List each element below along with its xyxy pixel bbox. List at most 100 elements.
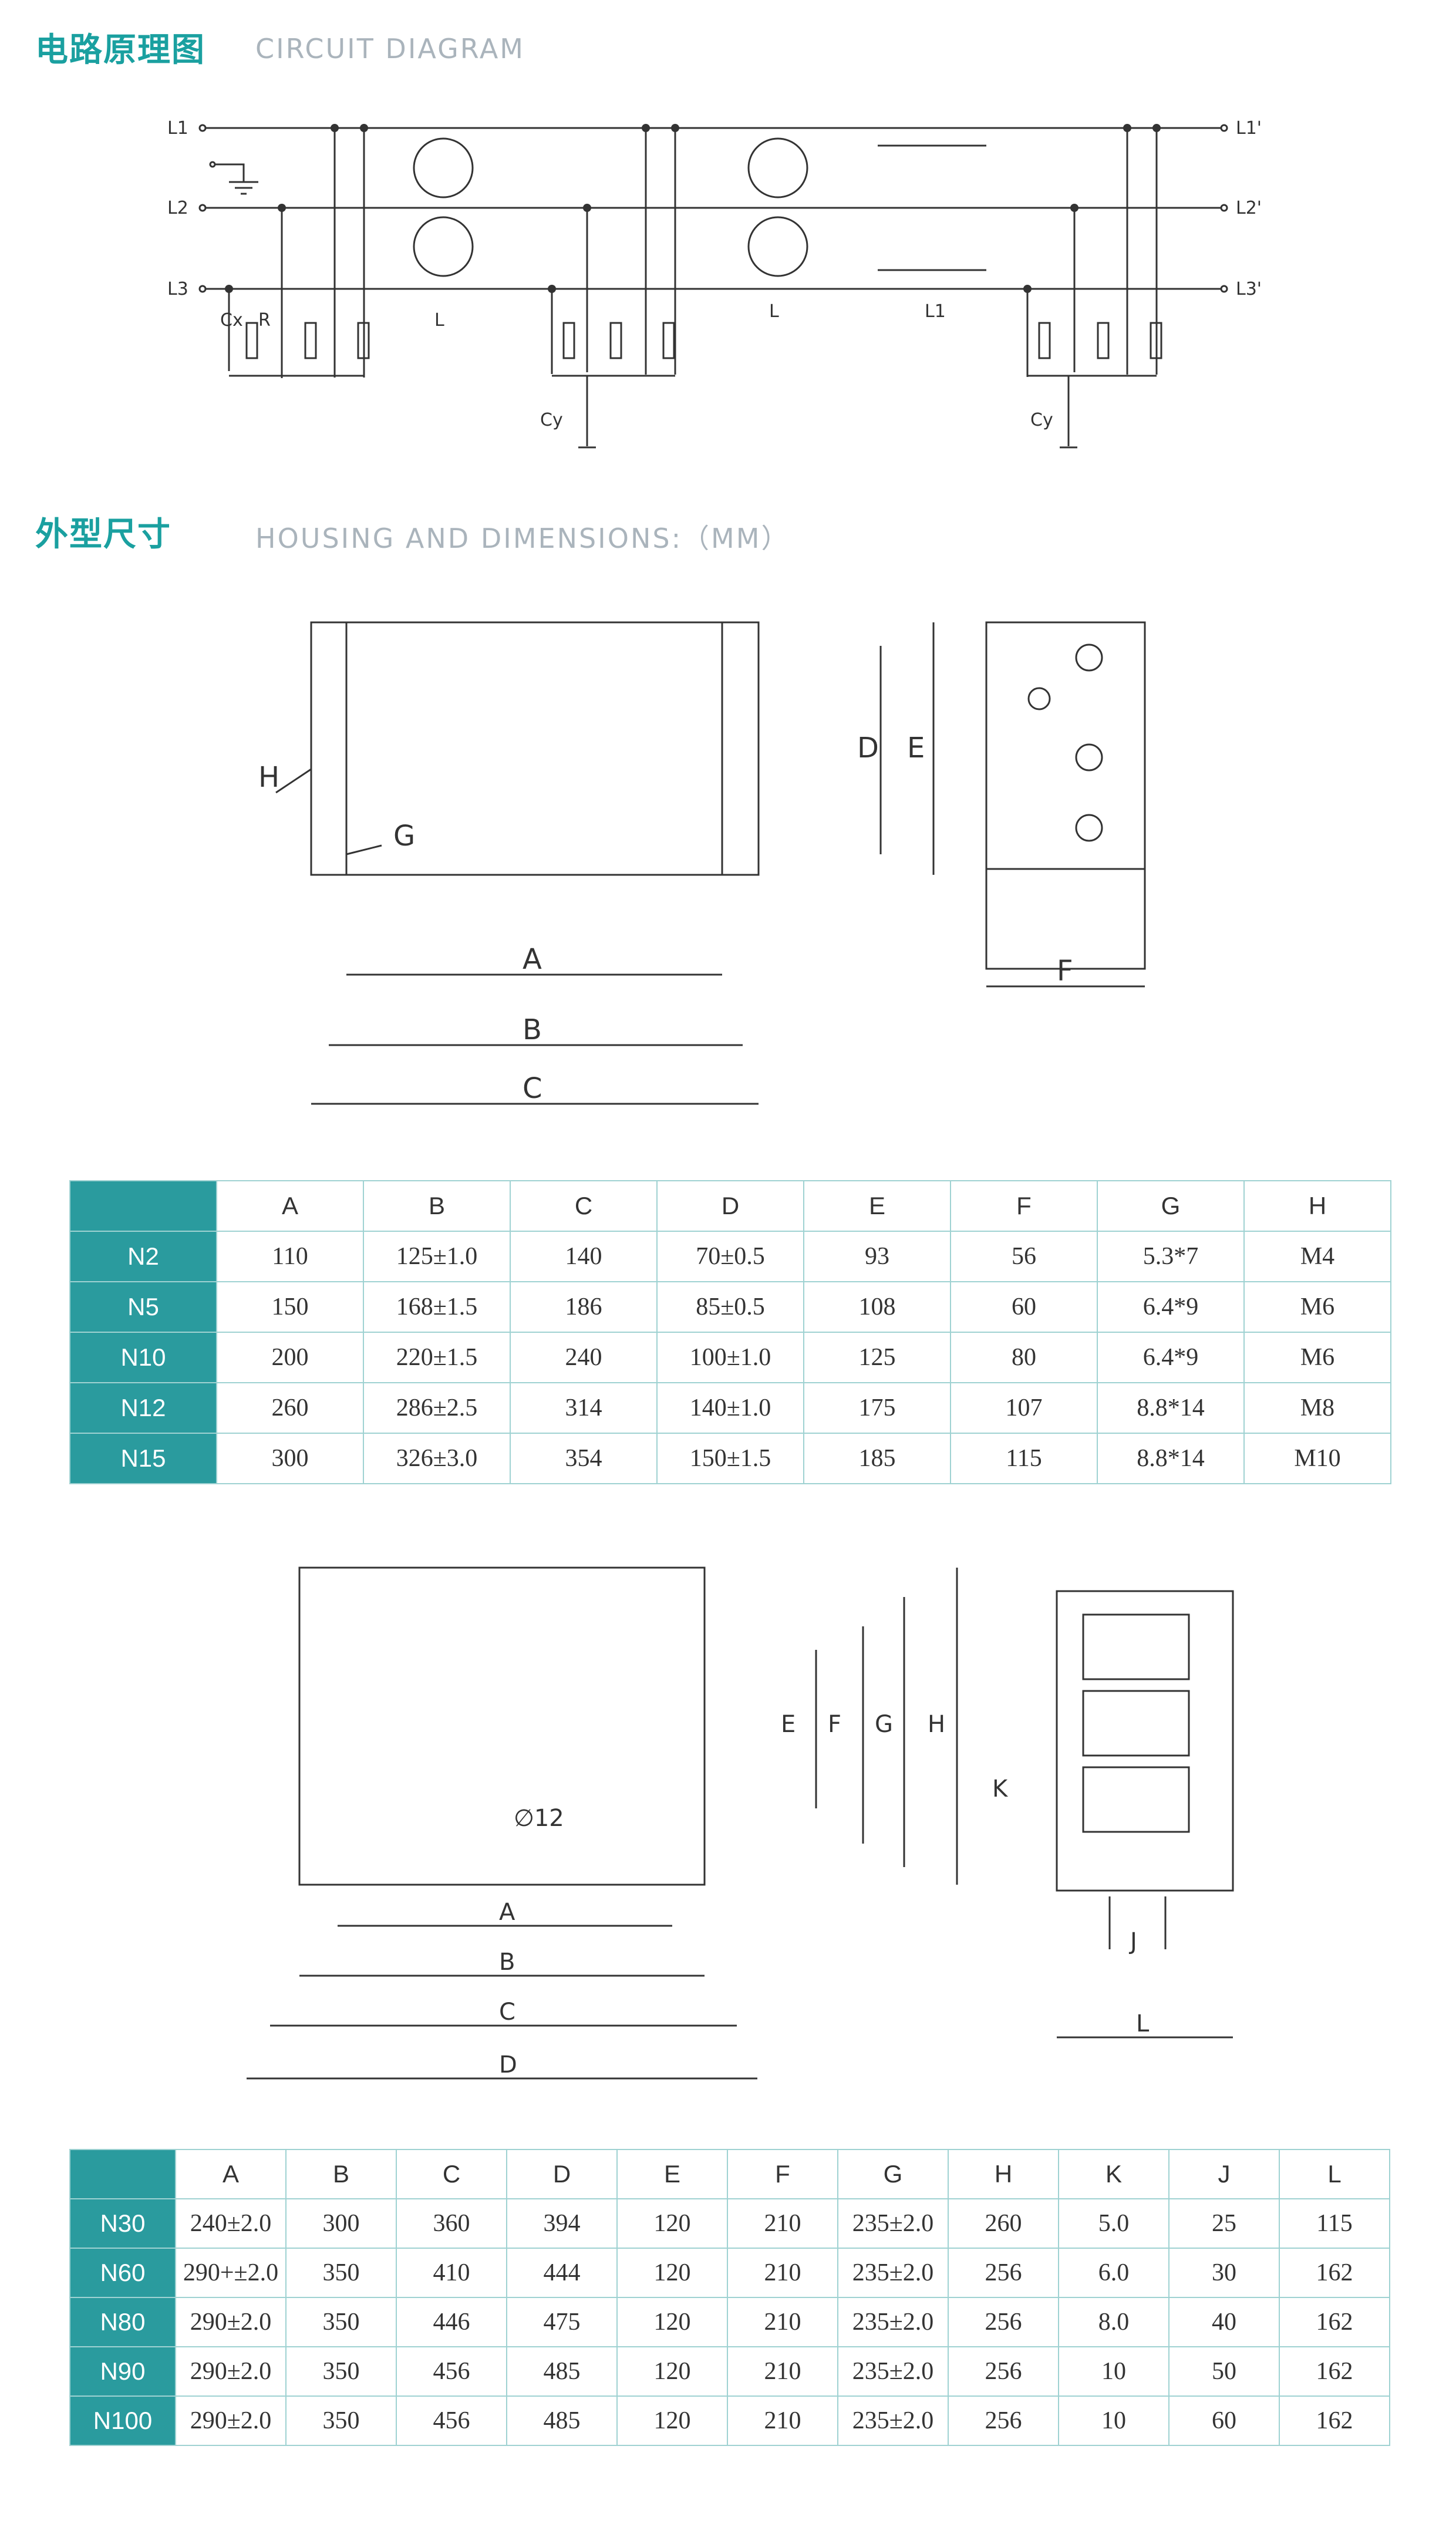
table-cell: 80 [950,1332,1098,1383]
table-cell: 120 [616,2346,728,2397]
table-cell: 235±2.0 [837,2346,949,2397]
model-name: N12 [69,1382,217,1434]
model-name: N100 [69,2396,176,2446]
table-cell: 5.0 [1058,2198,1169,2249]
table-cell: 175 [803,1382,951,1434]
table-cell: 120 [616,2248,728,2298]
table2-header: B [285,2149,397,2199]
table-cell: 410 [396,2248,507,2298]
table-cell: 256 [948,2346,1059,2397]
table-cell: 210 [727,2396,838,2446]
table-cell: 60 [950,1281,1098,1333]
housing-section-heading: 外型尺寸 HOUSING AND DIMENSIONS:（MM） [35,508,788,555]
table-cell: 110 [216,1231,364,1282]
table-cell: 485 [506,2396,618,2446]
model-name: N15 [69,1433,217,1484]
table-cell: 6.4*9 [1097,1281,1245,1333]
table1-header: B [363,1180,511,1232]
table-cell: 40 [1168,2297,1280,2347]
table1-header: D [656,1180,804,1232]
dim2-j: J [1128,1928,1137,1955]
label-l1: L1 [167,118,188,139]
model-name: N2 [69,1231,217,1282]
table-cell: M6 [1243,1332,1391,1383]
table-cell: 240 [510,1332,658,1383]
table1-header: F [950,1180,1098,1232]
dim1-a: A [523,943,542,976]
table-cell: 8.8*14 [1097,1382,1245,1434]
table2-header: L [1279,2149,1390,2199]
table2-header: G [837,2149,949,2199]
table1-header: E [803,1180,951,1232]
table-cell: 25 [1168,2198,1280,2249]
table2-corner [69,2149,176,2199]
table-cell: 50 [1168,2346,1280,2397]
table1-header: H [1243,1180,1391,1232]
table-cell: 456 [396,2396,507,2446]
dim1-g: G [393,820,415,853]
table1-corner [69,1180,217,1232]
table2-header: A [175,2149,287,2199]
label-cy: Cy [540,410,563,430]
model-name: N80 [69,2297,176,2347]
table-cell: 107 [950,1382,1098,1434]
dim2-c: C [499,1999,515,2026]
model-name: N10 [69,1332,217,1383]
table-cell: 290±2.0 [175,2396,287,2446]
table-cell: 314 [510,1382,658,1434]
table1-header: A [216,1180,364,1232]
table-cell: 120 [616,2297,728,2347]
table-cell: 260 [216,1382,364,1434]
table-cell: 8.8*14 [1097,1433,1245,1484]
table2-header: F [727,2149,838,2199]
table-cell: 260 [948,2198,1059,2249]
table-cell: 186 [510,1281,658,1333]
table-cell: 120 [616,2198,728,2249]
label-l-2: L [769,301,779,322]
table-cell: 140 [510,1231,658,1282]
table-cell: 360 [396,2198,507,2249]
table-cell: 108 [803,1281,951,1333]
label-l1-coil: L1 [925,301,946,322]
dim2-l: L [1136,2010,1150,2037]
label-cy-2: Cy [1030,410,1053,430]
circuit-diagram: L1 L2 L3 L1' L2' L3' Cx R L L L1 Cy Cy [167,118,1262,449]
table-cell: 140±1.0 [656,1382,804,1434]
table-cell: 30 [1168,2248,1280,2298]
table-cell: 100±1.0 [656,1332,804,1383]
dim2-e: E [781,1711,796,1738]
circuit-title-en: CIRCUIT DIAGRAM [255,33,525,65]
table2-header: K [1058,2149,1169,2199]
table-cell: 150 [216,1281,364,1333]
table-cell: 70±0.5 [656,1231,804,1282]
table-cell: 300 [216,1433,364,1484]
table-cell: M4 [1243,1231,1391,1282]
table-cell: 125 [803,1332,951,1383]
table-cell: 326±3.0 [363,1433,511,1484]
table-cell: 10 [1058,2346,1169,2397]
table-cell: 93 [803,1231,951,1282]
table-cell: 290+±2.0 [175,2248,287,2298]
dim2-g: G [875,1711,893,1738]
circuit-title-zh: 电路原理图 [35,31,205,69]
table-cell: 350 [285,2248,397,2298]
label-l: L [434,310,444,331]
table-cell: 210 [727,2346,838,2397]
dim1-h: H [258,761,279,794]
table-cell: 6.4*9 [1097,1332,1245,1383]
table-cell: 456 [396,2346,507,2397]
table-cell: 300 [285,2198,397,2249]
dim2-f: F [828,1711,841,1738]
table-cell: 485 [506,2346,618,2397]
table-cell: 256 [948,2248,1059,2298]
table2-header: C [396,2149,507,2199]
table-cell: 162 [1279,2346,1390,2397]
table-cell: 475 [506,2297,618,2347]
dim2-k: K [992,1775,1009,1802]
